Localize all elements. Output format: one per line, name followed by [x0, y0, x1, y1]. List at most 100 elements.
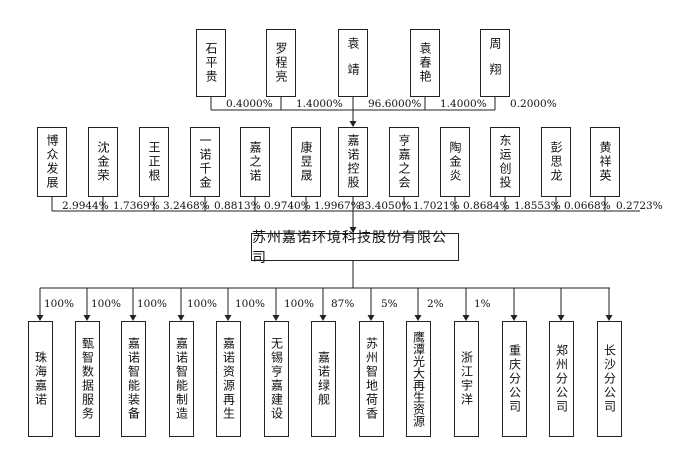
shareholder-box: 彭思龙	[541, 127, 571, 197]
subsidiary-arrow	[83, 315, 91, 321]
shareholder-box: 沈金荣	[88, 127, 118, 197]
subsidiary-box: 长沙分公司	[597, 321, 622, 437]
company-name: 苏州嘉诺环境科技股份有限公司	[252, 230, 447, 266]
subsidiary-box: 嘉诺智能装备	[121, 321, 146, 437]
top-holder-box: 袁春艳	[410, 29, 440, 97]
top-holder-name: 石平贵	[204, 42, 218, 84]
shareholder-pct: 3.2468%	[163, 200, 210, 212]
shareholder-box: 亨嘉之会	[389, 127, 419, 197]
shareholder-pct: 83.4050%	[358, 200, 412, 212]
subsidiary-arrow	[319, 315, 327, 321]
subsidiary-arrow	[224, 315, 232, 321]
subsidiary-box: 郑州分公司	[549, 321, 574, 437]
shareholder-name: 东运创投	[498, 134, 512, 190]
subsidiary-arrow	[510, 315, 518, 321]
shareholder-box: 嘉之诺	[240, 127, 270, 197]
subsidiary-name: 鹰潭光大再生资源	[411, 331, 426, 427]
subsidiary-name: 重庆分公司	[507, 344, 522, 414]
shareholder-pct: 2.9944%	[62, 200, 109, 212]
subsidiary-arrow	[272, 315, 280, 321]
top-holder-box: 石平贵	[196, 29, 226, 97]
shareholder-name: 王正根	[147, 141, 161, 183]
subsidiary-pct: 1%	[474, 298, 491, 310]
subsidiary-pct: 2%	[427, 298, 444, 310]
subsidiary-name: 嘉诺资源再生	[221, 337, 236, 421]
subsidiary-arrow	[462, 315, 470, 321]
shareholder-name: 博众发展	[45, 134, 59, 190]
subsidiary-name: 郑州分公司	[554, 344, 569, 414]
shareholder-box: 博众发展	[37, 127, 67, 197]
top-holder-pct: 1.4000%	[440, 98, 487, 110]
subsidiary-name: 嘉诺绿舰	[316, 351, 331, 407]
shareholder-box: 王正根	[139, 127, 169, 197]
subsidiary-pct: 100%	[187, 298, 218, 310]
subsidiary-pct: 100%	[91, 298, 122, 310]
shareholder-name: 彭思龙	[549, 141, 563, 183]
top-holder-pct: 0.2000%	[510, 98, 557, 110]
shareholder-name: 嘉之诺	[248, 141, 262, 183]
top-holder-pct: 0.4000%	[226, 98, 273, 110]
subsidiary-box: 无锡亨嘉建设	[264, 321, 289, 437]
subsidiary-pct: 100%	[137, 298, 168, 310]
top-holder-name: 罗程亮	[274, 42, 288, 84]
top-holder-pct: 96.6000%	[368, 98, 422, 110]
subsidiary-box: 鹰潭光大再生资源	[406, 321, 431, 437]
shareholder-box: 东运创投	[490, 127, 520, 197]
company-box: 苏州嘉诺环境科技股份有限公司	[251, 230, 459, 266]
subsidiary-pct: 5%	[381, 298, 398, 310]
shareholder-box: 陶金炎	[440, 127, 470, 197]
top-holder-name: 袁春艳	[418, 42, 432, 84]
subsidiary-arrow	[557, 315, 565, 321]
subsidiary-pct: 100%	[235, 298, 266, 310]
shareholder-pct: 0.8813%	[214, 200, 261, 212]
subsidiary-box: 苏州智地荷香	[359, 321, 384, 437]
subsidiary-name: 长沙分公司	[602, 344, 617, 414]
shareholder-pct: 1.7369%	[113, 200, 160, 212]
subsidiary-arrow	[36, 315, 44, 321]
subsidiary-box: 珠海嘉诺	[28, 321, 53, 437]
subsidiary-name: 珠海嘉诺	[33, 351, 48, 407]
top-holder-name: 周翔	[488, 37, 502, 89]
top-to-holding-arrow	[349, 121, 357, 127]
subsidiary-pct: 87%	[331, 298, 355, 310]
shareholder-box: 黄祥英	[590, 127, 620, 197]
shareholder-pct: 0.2723%	[616, 200, 663, 212]
shareholder-box: 康昱晟	[291, 127, 321, 197]
shareholder-box: 一诺千金	[190, 127, 220, 197]
subsidiary-name: 嘉诺智能制造	[174, 337, 189, 421]
subsidiary-box: 嘉诺绿舰	[311, 321, 336, 437]
subsidiary-name: 无锡亨嘉建设	[269, 337, 284, 421]
shareholder-name: 一诺千金	[198, 134, 212, 190]
subsidiary-arrow	[129, 315, 137, 321]
top-holder-name: 袁靖	[346, 37, 360, 89]
subsidiary-arrow	[605, 315, 613, 321]
shareholder-to-company-arrow	[349, 227, 357, 233]
shareholder-name: 嘉诺控股	[346, 134, 360, 190]
shareholder-pct: 0.9740%	[264, 200, 311, 212]
subsidiary-box: 甄智数据服务	[75, 321, 100, 437]
subsidiary-name: 浙江宇洋	[459, 351, 474, 407]
subsidiary-box: 嘉诺智能制造	[169, 321, 194, 437]
shareholder-pct: 1.8553%	[514, 200, 561, 212]
top-holder-pct: 1.4000%	[296, 98, 343, 110]
top-holder-box: 袁靖	[338, 29, 368, 97]
subsidiary-box: 浙江宇洋	[454, 321, 479, 437]
subsidiary-name: 苏州智地荷香	[364, 337, 379, 421]
shareholder-pct: 1.9967%	[314, 200, 361, 212]
subsidiary-box: 重庆分公司	[502, 321, 527, 437]
subsidiary-pct: 100%	[284, 298, 315, 310]
subsidiary-box: 嘉诺资源再生	[216, 321, 241, 437]
shareholder-pct: 1.7021%	[413, 200, 460, 212]
shareholder-box: 嘉诺控股	[338, 127, 368, 197]
shareholder-name: 黄祥英	[598, 141, 612, 183]
subsidiary-arrow	[367, 315, 375, 321]
top-holder-box: 周翔	[480, 29, 510, 97]
subsidiary-pct: 100%	[44, 298, 75, 310]
shareholder-pct: 0.8684%	[463, 200, 510, 212]
subsidiary-name: 嘉诺智能装备	[126, 337, 141, 421]
subsidiary-arrow	[414, 315, 422, 321]
shareholder-name: 陶金炎	[448, 141, 462, 183]
shareholder-name: 康昱晟	[299, 141, 313, 183]
